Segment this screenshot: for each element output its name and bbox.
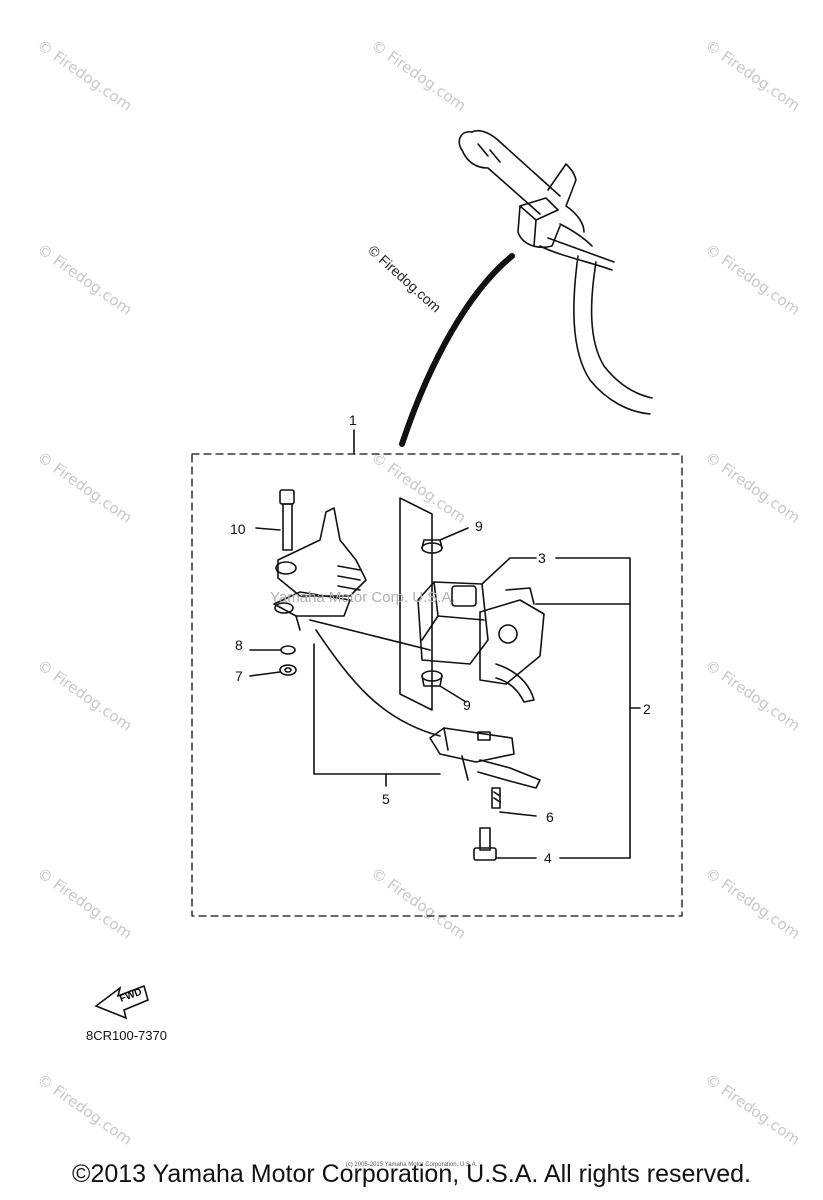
assembly-boundary [191, 453, 683, 917]
callout-10: 10 [230, 521, 246, 537]
fwd-arrow-icon [94, 984, 149, 1020]
nut-part-7 [279, 664, 297, 676]
screw-part-6 [491, 787, 501, 809]
callout-4: 4 [544, 850, 552, 866]
callout-6: 6 [546, 809, 554, 825]
callout-7: 7 [235, 668, 243, 684]
grommet-part-9-lower [421, 670, 467, 703]
tiny-credit: (c) 2005-2015 Yamaha Motor Corporation, … [345, 1162, 478, 1168]
throttle-lever-bracket [273, 507, 367, 631]
footer-copyright: ©2013 Yamaha Motor Corporation, U.S.A. A… [72, 1160, 751, 1188]
bolt-part-10 [279, 489, 295, 551]
callout-8: 8 [235, 637, 243, 653]
callout-9-upper: 9 [475, 518, 483, 534]
kill-switch-part-5 [429, 727, 541, 789]
mounting-plate [399, 497, 433, 711]
callout-2: 2 [643, 701, 651, 717]
callout-3: 3 [538, 550, 546, 566]
handlebar-grip-illustration [458, 129, 653, 415]
ghost-watermark: Yamaha Motor Corp. U.S.A. [270, 589, 456, 606]
diagram-code: 8CR100-7370 [86, 1028, 167, 1043]
fwd-label: FWD [118, 987, 143, 1005]
bolt-part-4 [473, 827, 497, 861]
throttle-cable [399, 253, 515, 447]
grommet-part-9-upper [421, 527, 469, 554]
switch-housing-part-3 [417, 581, 545, 703]
callout-1: 1 [349, 412, 357, 428]
callout-9-lower: 9 [463, 697, 471, 713]
washer-part-8 [280, 645, 296, 655]
callout-5: 5 [382, 791, 390, 807]
